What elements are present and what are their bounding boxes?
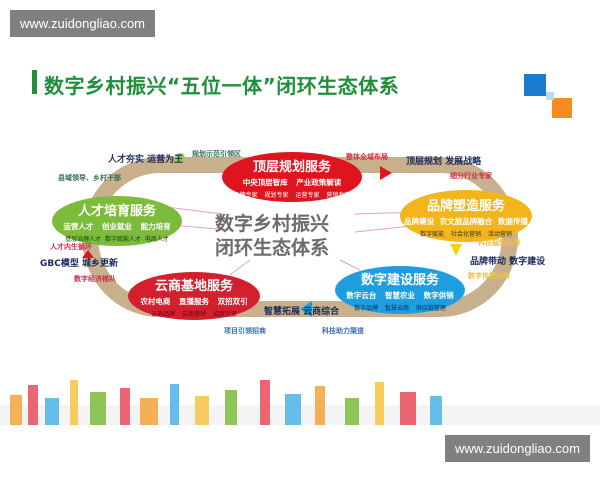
skyline — [0, 380, 600, 425]
label: 品牌带动 数字建设 — [470, 257, 546, 267]
watermark-bottom: www.zuidongliao.com — [444, 435, 590, 462]
node-title: 顶层规划服务 — [252, 159, 331, 175]
node-title: 人才培育服务 — [77, 203, 156, 219]
node-top-planning: 顶层规划服务 中央顶层智库 产业政策解读 品牌专家 规划专家 运营专家 营销专家 — [222, 152, 362, 202]
node-row2: 数字品牌 智慧云商 供应链管理 — [354, 304, 446, 312]
label: 县域领导、乡村干部 — [58, 174, 121, 182]
label: 数字经济梯队 — [74, 275, 116, 283]
node-row1: 运营人才 创业就业 能力培育 — [63, 221, 171, 231]
label: 顶层规划 发展战略 — [406, 157, 482, 167]
node-title: 数字建设服务 — [360, 272, 439, 288]
track-dot — [175, 153, 185, 163]
node-title: 云商基地服务 — [154, 278, 233, 294]
label: 人才夯实 运营为王 — [108, 155, 184, 165]
center-line1: 数字乡村振兴 — [215, 213, 330, 235]
watermark-top: www.zuidongliao.com — [10, 10, 156, 37]
node-row2: 品牌专家 规划专家 运营专家 营销专家 — [233, 191, 351, 199]
label: GBC模型 城乡更新 — [40, 259, 118, 269]
node-row1: 数字云台 智慧农业 数字供销 — [346, 290, 454, 300]
node-cloud-base: 云商基地服务 农村电商 直播服务 双招双引 云商品牌 云商营销 招商引资 — [128, 272, 260, 320]
node-title: 品牌塑造服务 — [426, 198, 505, 214]
label: 数字传播品牌 — [468, 272, 510, 280]
label: 科技赋能品牌 — [478, 239, 520, 247]
center-title: 数字乡村振兴 闭环生态体系 — [215, 212, 329, 260]
arrow-right-icon — [380, 166, 392, 180]
node-row1: 品牌建设 农文旅品牌融合 数据传播 — [404, 216, 528, 226]
arrow-down-icon — [450, 244, 462, 256]
label: 人才内生循环 — [50, 243, 92, 251]
label: 整体全域布局 — [346, 153, 388, 161]
arrow-up-icon — [82, 250, 94, 258]
decor-squares — [524, 74, 576, 122]
label: 项目引领招商 — [224, 327, 266, 335]
title-accent-bar — [32, 70, 37, 94]
node-row2: 基层治理人才 数字赋能人才 电商人才 — [65, 235, 169, 243]
node-row1: 中央顶层智库 产业政策解读 — [242, 177, 342, 187]
node-row2: 数字赋能 社会化营销 活动营销 — [420, 230, 512, 238]
node-talent: 人才培育服务 运营人才 创业就业 能力培育 基层治理人才 数字赋能人才 电商人才 — [52, 196, 182, 246]
node-row1: 农村电商 直播服务 双招双引 — [140, 296, 248, 306]
label: 规划示范引领区 — [192, 150, 241, 158]
label: 细分行业专家 — [450, 172, 492, 180]
node-digital: 数字建设服务 数字云台 智慧农业 数字供销 数字品牌 智慧云商 供应链管理 — [335, 266, 465, 314]
node-row2: 云商品牌 云商营销 招商引资 — [151, 310, 237, 318]
label: 智慧拓展 云商综合 — [264, 307, 340, 317]
page-title: 数字乡村振兴“五位一体”闭环生态体系 — [44, 74, 400, 98]
node-brand: 品牌塑造服务 品牌建设 农文旅品牌融合 数据传播 数字赋能 社会化营销 活动营销 — [400, 190, 532, 242]
arrow-left-icon — [300, 301, 312, 317]
center-line2: 闭环生态体系 — [215, 237, 330, 259]
label: 科技助力渠道 — [322, 327, 364, 335]
